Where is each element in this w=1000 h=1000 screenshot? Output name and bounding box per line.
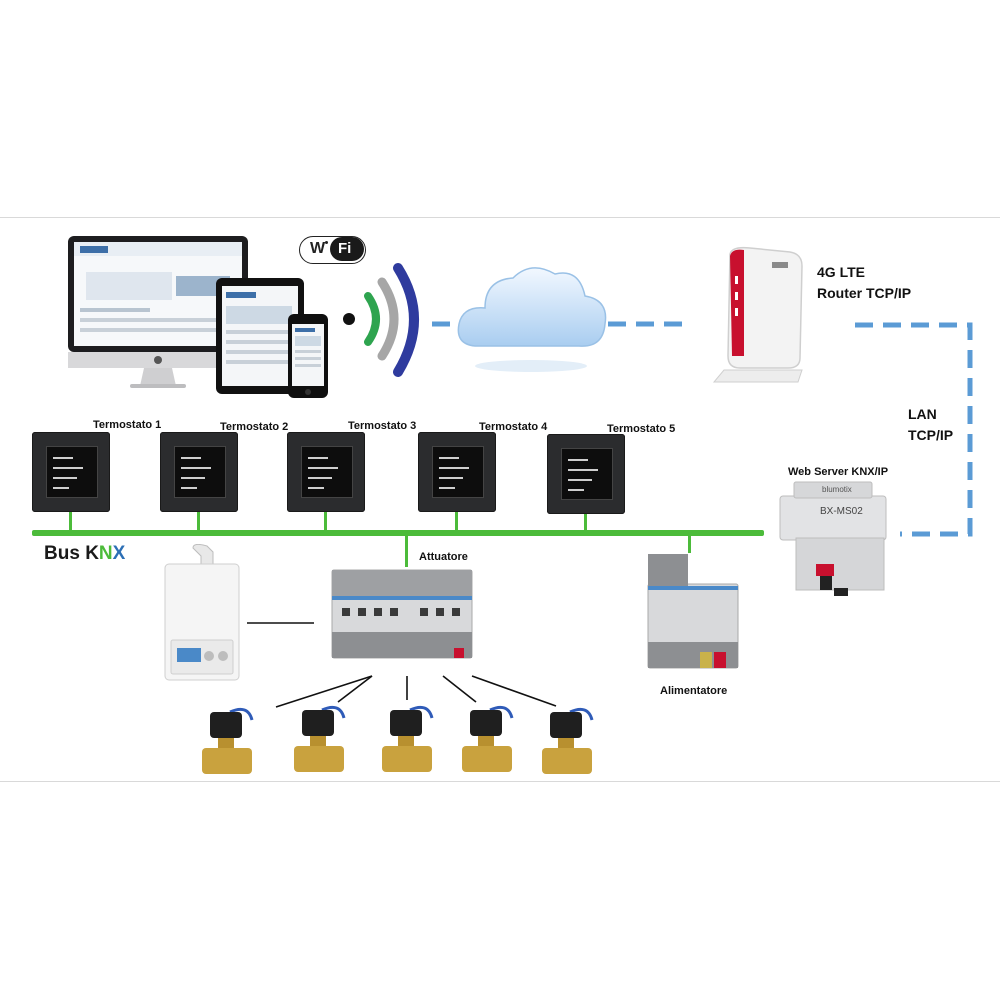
- link-router-lan: [855, 322, 973, 537]
- power-supply-label: Alimentatore: [660, 685, 728, 697]
- webserver-brand: blumotix: [822, 485, 852, 494]
- thermostat-3: [287, 432, 365, 512]
- power-supply-illustration: [647, 554, 739, 669]
- thermostat-2: [160, 432, 238, 512]
- bus-drop-power-supply: [688, 535, 691, 553]
- link-actuator-valve-5: [471, 675, 557, 707]
- wifi-badge: W Fi: [299, 236, 366, 264]
- webserver-label: Web Server KNX/IP: [788, 466, 889, 478]
- router-label-line2: Router TCP/IP: [817, 285, 912, 301]
- lan-label-line2: TCP/IP: [908, 427, 954, 443]
- valve-1: [202, 707, 254, 774]
- wifi-badge-fi: Fi: [338, 240, 352, 257]
- bus-drop-thermostat-5: [584, 514, 587, 531]
- thermostat-1-label: Termostato 1: [93, 419, 162, 431]
- bus-drop-thermostat-4: [455, 512, 458, 531]
- router-label-line1: 4G LTE: [817, 264, 865, 280]
- lan-label-line1: LAN: [908, 406, 937, 422]
- thermostat-2-label: Termostato 2: [220, 421, 289, 433]
- bus-knx-prefix: Bus: [44, 543, 86, 564]
- knx-bus-line: [32, 530, 764, 536]
- bus-knx-label: Bus KNX: [44, 543, 125, 565]
- link-actuator-valve-2: [337, 675, 373, 703]
- bus-drop-thermostat-1: [69, 512, 72, 531]
- webserver-illustration: blumotix BX-MS02: [779, 481, 887, 596]
- valve-2: [294, 705, 346, 772]
- bus-knx-n: N: [98, 543, 113, 564]
- actuator-illustration: [331, 569, 473, 659]
- thermostat-5: [547, 434, 625, 514]
- thermostat-4: [418, 432, 496, 512]
- wifi-badge-dot: [325, 241, 328, 244]
- thermostat-4-label: Termostato 4: [479, 421, 548, 433]
- bus-drop-actuator: [405, 535, 408, 567]
- lan-label: LAN TCP/IP: [908, 404, 953, 446]
- boiler-illustration: [164, 544, 240, 681]
- wifi-badge-fi-bubble: Fi: [330, 237, 364, 261]
- thermostat-3-label: Termostato 3: [348, 420, 417, 432]
- cloud-icon: [457, 267, 607, 372]
- valve-4: [462, 705, 514, 772]
- wifi-badge-w: W: [310, 240, 326, 257]
- actuator-label: Attuatore: [419, 551, 468, 563]
- bus-knx-k: K: [85, 543, 99, 564]
- bus-drop-thermostat-2: [197, 512, 200, 531]
- thermostat-1: [32, 432, 110, 512]
- devices-illustration: [68, 236, 328, 398]
- router-illustration: [712, 246, 803, 383]
- link-actuator-valve-4: [442, 675, 477, 703]
- valve-5: [542, 707, 594, 774]
- wifi-signal-icon: [343, 263, 419, 377]
- valve-3: [382, 705, 434, 772]
- bottom-divider: [0, 781, 1000, 782]
- router-label: 4G LTE Router TCP/IP: [817, 262, 911, 304]
- thermostat-5-label: Termostato 5: [607, 423, 676, 435]
- top-divider: [0, 217, 1000, 218]
- webserver-model: BX-MS02: [820, 506, 863, 517]
- link-actuator-valve-1: [275, 675, 373, 708]
- bus-knx-x: X: [112, 543, 126, 564]
- bus-drop-thermostat-3: [324, 512, 327, 531]
